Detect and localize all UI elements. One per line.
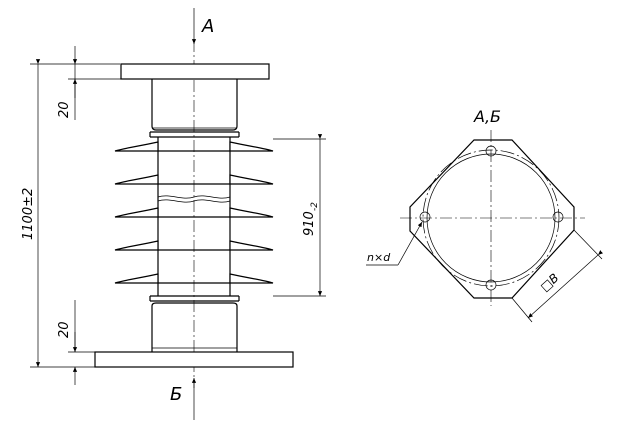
- dim-ribs-tolerance: -2: [310, 202, 320, 211]
- shed-4-left: [114, 240, 159, 251]
- bottom-flange: [94, 351, 294, 368]
- shed-1-right: [229, 141, 274, 152]
- dim-flange-bottom-label: 20: [57, 321, 72, 338]
- bolt-hole-right: [552, 211, 564, 223]
- shed-1-left: [114, 141, 159, 152]
- bolt-hole-left: [419, 211, 431, 223]
- shed-4-right: [229, 240, 274, 251]
- insulator-side-view: А Б 1100±2 20 20 910 -2: [21, 8, 326, 420]
- shed-2-right: [229, 174, 274, 185]
- shed-5-right: [229, 273, 274, 284]
- section-title: А,Б: [473, 107, 501, 126]
- lower-cap: [151, 302, 238, 352]
- shed-2-left: [114, 174, 159, 185]
- shed-ribs: [114, 141, 274, 284]
- shed-5-left: [114, 273, 159, 284]
- shed-3-left: [114, 207, 159, 218]
- flange-top-view: А,Б n×d □B: [366, 107, 604, 323]
- bolt-hole-bottom: [485, 279, 497, 291]
- upper-cap: [151, 79, 238, 131]
- holes-label: n×d: [367, 251, 391, 264]
- dim-flange-top-label: 20: [57, 101, 72, 118]
- bolt-hole-top: [485, 145, 497, 157]
- view-a-label: А: [201, 16, 214, 37]
- dim-square-line: [527, 250, 604, 319]
- view-b-label: Б: [170, 384, 182, 405]
- break-line: [157, 195, 231, 199]
- dim-total-label: 1100±2: [21, 188, 36, 240]
- dim-ribs-label: 910: [302, 211, 317, 236]
- shed-3-right: [229, 207, 274, 218]
- top-flange: [120, 63, 270, 80]
